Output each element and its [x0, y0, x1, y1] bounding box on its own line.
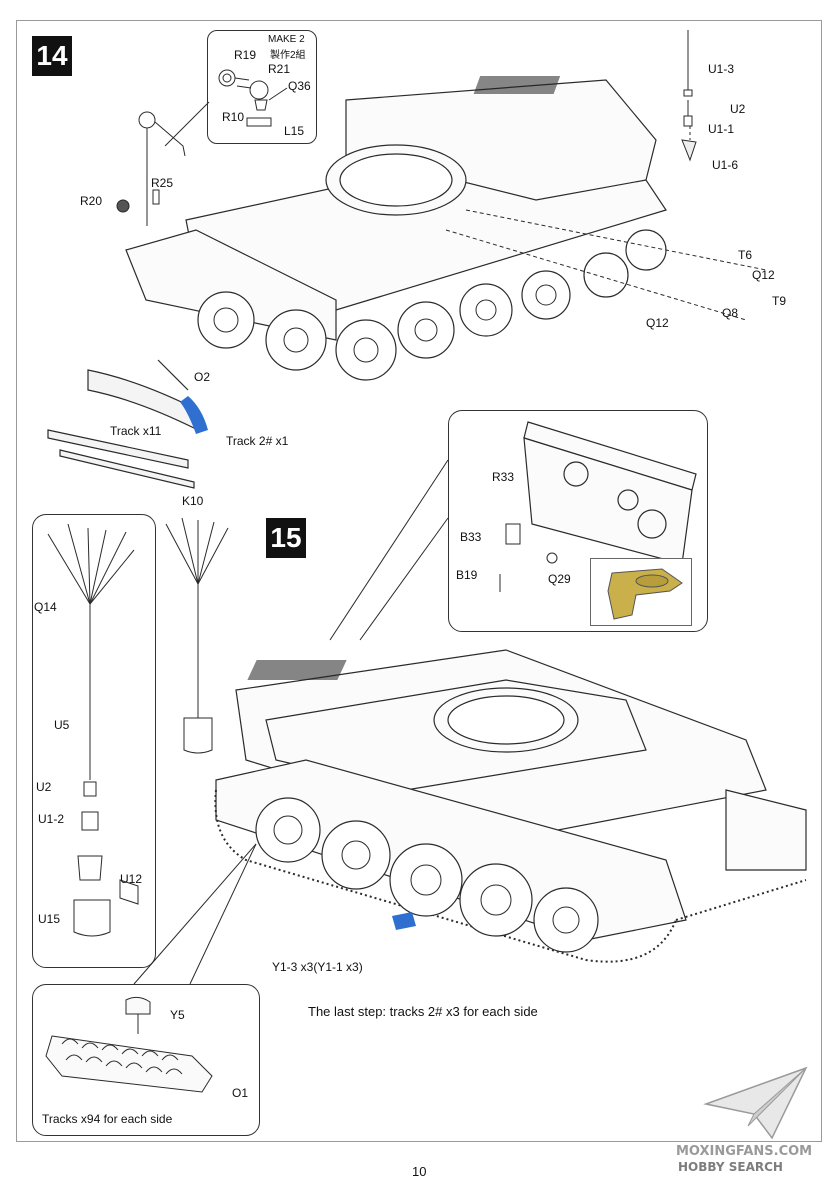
watermark-brand: MOXINGFANS.COM	[676, 1144, 813, 1159]
track-callout-pointer	[133, 843, 257, 985]
tracks-x94-note: Tracks x94 for each side	[42, 1112, 173, 1126]
label-t6: T6	[738, 248, 753, 262]
label-u1-1: U1-1	[708, 122, 735, 136]
page-number: 10	[412, 1164, 427, 1179]
tan-bracket-part	[607, 568, 683, 620]
antenna-assembly-drawing	[47, 523, 139, 937]
label-u15: U15	[38, 912, 61, 926]
label-b33: B33	[460, 530, 482, 544]
label-r20: R20	[80, 194, 103, 208]
label-r33: R33	[492, 470, 515, 484]
make-note-line2: 製作2組	[270, 50, 306, 61]
antenna-detail-panel	[32, 514, 156, 968]
label-r25: R25	[151, 176, 174, 190]
page-frame	[16, 20, 822, 1142]
label-b19: B19	[456, 568, 478, 582]
label-o2: O2	[194, 370, 211, 384]
make-two-callout	[207, 30, 317, 144]
label-q36: Q36	[288, 79, 311, 93]
headlight-drawing	[116, 101, 210, 226]
label-r19: R19	[234, 48, 257, 62]
label-r21: R21	[268, 62, 291, 76]
label-q12-right: Q12	[752, 268, 775, 282]
label-q8: Q8	[722, 306, 739, 320]
rear-plate-detail-drawing	[499, 421, 697, 592]
label-q12-lower: Q12	[646, 316, 669, 330]
label-r10: R10	[222, 110, 245, 124]
label-u1-3-top: U1-3	[708, 62, 735, 76]
tank-hull-rear-view-drawing	[125, 76, 767, 381]
label-l15: L15	[284, 124, 305, 138]
label-y5: Y5	[170, 1008, 185, 1022]
last-step-note: The last step: tracks 2# x3 for each sid…	[308, 1004, 538, 1019]
label-u12: U12	[120, 872, 143, 886]
watermark-search: HOBBY SEARCH	[678, 1160, 783, 1174]
label-q29: Q29	[548, 572, 571, 586]
callout-pointer-lines	[329, 459, 449, 641]
label-k10: K10	[182, 494, 204, 508]
step-15-badge: 15	[266, 518, 306, 558]
track-sprue-drawing	[45, 996, 213, 1093]
label-u2-top: U2	[730, 102, 746, 116]
assembled-antenna-drawing	[165, 517, 229, 754]
paper-plane-logo-icon	[703, 1066, 808, 1140]
antenna-mount-drawing	[681, 30, 697, 162]
label-q14: Q14	[34, 600, 57, 614]
label-track2-x1: Track 2# x1	[226, 434, 289, 448]
tank-hull-assembled-drawing	[214, 649, 807, 963]
label-u1-2: U1-2	[38, 812, 65, 826]
step-14-badge: 14	[32, 36, 72, 76]
make-note-line1: MAKE 2	[268, 34, 305, 45]
label-y1-3: Y1-3 x3(Y1-1 x3)	[272, 960, 363, 974]
headlight-parts-drawing	[218, 69, 288, 127]
label-u2-antenna: U2	[36, 780, 52, 794]
label-u1-6: U1-6	[712, 158, 739, 172]
label-u5: U5	[54, 718, 70, 732]
track-links-drawing	[47, 359, 208, 489]
label-t9: T9	[772, 294, 787, 308]
label-track-x11: Track x11	[110, 424, 162, 438]
label-o1: O1	[232, 1086, 249, 1100]
